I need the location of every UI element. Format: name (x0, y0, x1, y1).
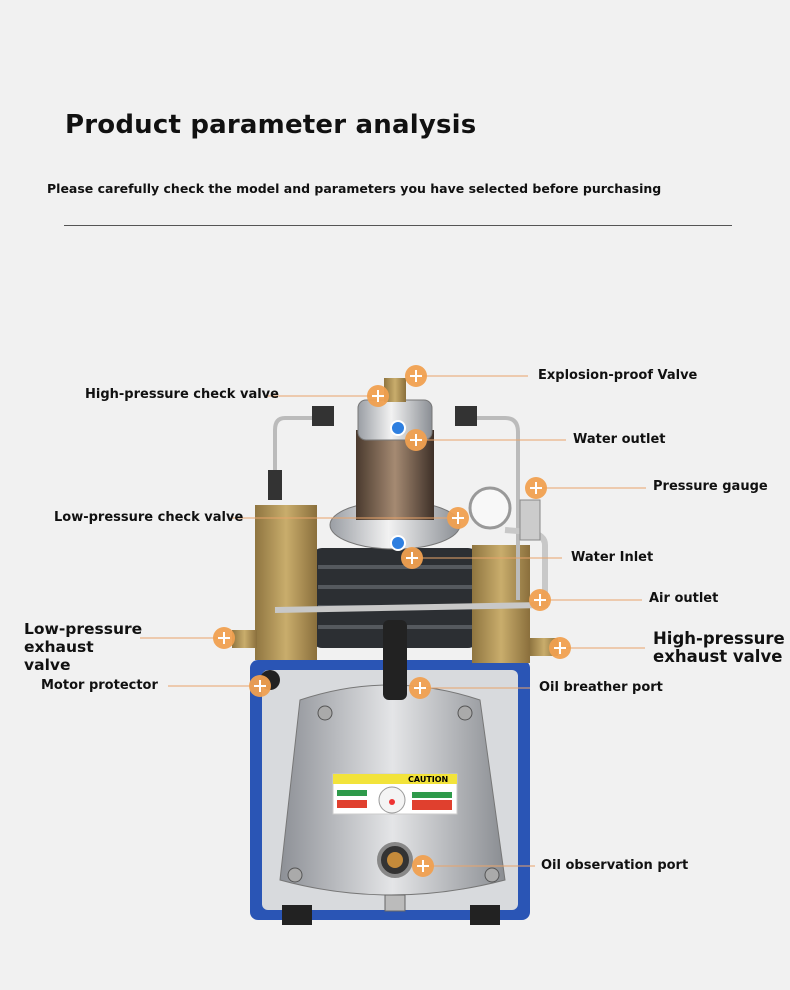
callout-low-pressure-check-valve: Low-pressure check valve (54, 510, 244, 525)
callout-motor-protector: Motor protector (41, 678, 158, 693)
plus-marker-icon (405, 429, 427, 451)
plus-marker-icon (529, 589, 551, 611)
plus-marker-icon (412, 855, 434, 877)
callout-low-pressure-exhaust-valve: Low-pressure exhaust valve (24, 620, 143, 674)
plus-marker-icon (409, 677, 431, 699)
plus-marker-icon (549, 637, 571, 659)
callout-pressure-gauge: Pressure gauge (653, 479, 768, 494)
callout-air-outlet: Air outlet (649, 591, 719, 606)
plus-marker-icon (447, 507, 469, 529)
left-pipe (273, 416, 315, 470)
callout-oil-observation-port: Oil observation port (541, 858, 689, 873)
callout-high-pressure-check-valve: High-pressure check valve (85, 387, 279, 402)
breather-tube (383, 620, 407, 700)
leader-lines (140, 375, 646, 867)
callout-explosion-proof-valve: Explosion-proof Valve (538, 368, 698, 383)
plus-marker-icon (367, 385, 389, 407)
pressure-gauge-dial (468, 486, 512, 530)
left-brass-block (255, 505, 317, 660)
callout-water-outlet: Water outlet (573, 432, 666, 447)
page-subtitle: Please carefully check the model and par… (47, 181, 662, 196)
callout-markers (213, 365, 571, 877)
divider (64, 225, 732, 226)
plus-marker-icon (249, 675, 271, 697)
page-title: Product parameter analysis (65, 110, 477, 140)
plus-marker-icon (405, 365, 427, 387)
caution-sticker: CAUTION (332, 773, 458, 815)
plus-marker-icon (525, 477, 547, 499)
caution-text: CAUTION (408, 775, 448, 784)
plus-marker-icon (213, 627, 235, 649)
explosion-proof-valve-body (384, 378, 406, 402)
callout-high-pressure-exhaust-valve: High-pressure exhaust valve (653, 629, 785, 666)
callout-oil-breather-port: Oil breather port (539, 680, 663, 695)
plus-marker-icon (401, 547, 423, 569)
right-pipe (470, 416, 520, 600)
callout-water-inlet: Water Inlet (571, 550, 654, 565)
